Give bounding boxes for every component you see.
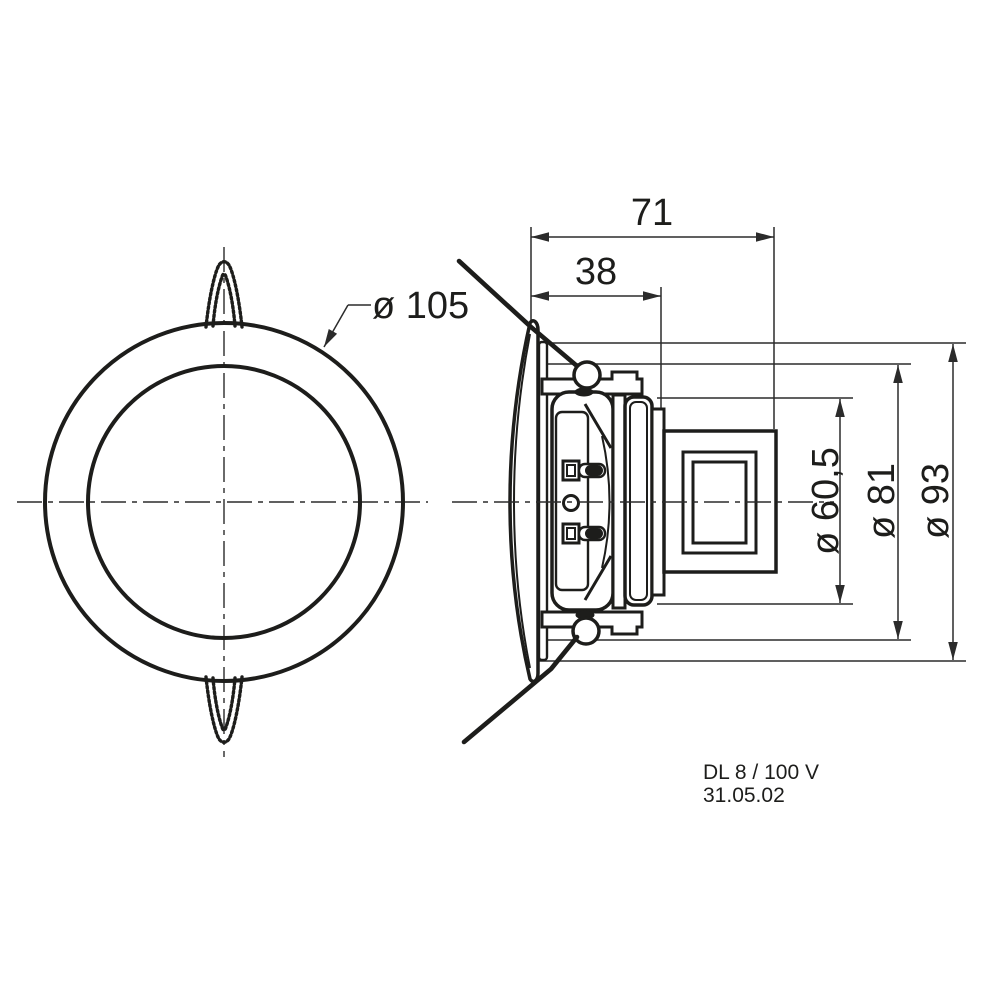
terminal-lug-top [561,459,581,482]
terminal-pin-bottom-tip [585,528,603,539]
mounting-depth-label: 38 [575,251,617,293]
top-clip-anchor [574,387,594,397]
top-clip-spring-wire [456,258,580,369]
terminal-lug-top-inner [566,464,576,477]
top-clip-inner [211,272,237,328]
terminal-pin-top-tip [585,465,603,476]
front-gasket [537,340,549,662]
flange-outer-circle [43,321,405,683]
cone-bottom-line [583,555,613,601]
side-view [452,258,834,745]
dimension-labels: 71 38 ø 105 ø 60,5 ø 81 ø 93 [372,192,957,555]
flange-profile [508,319,540,684]
product-model-label: DL 8 / 100 V [703,761,819,784]
front-view [17,247,428,757]
bottom-clip-inner [211,676,237,732]
cone-top-line [583,403,613,449]
clamp-diameter-label: ø 93 [915,463,957,539]
flange-diameter-label: ø 105 [372,285,469,327]
bottom-clip-loop [571,616,601,646]
overall-depth-label: 71 [631,192,673,234]
title-block: DL 8 / 100 V 31.05.02 [703,761,819,807]
terminal-lug-bottom [561,522,581,545]
top-clip-loop [572,360,602,390]
bottom-clip-spring-wire [461,634,580,745]
rear-ring-inner [629,401,648,601]
basket-vent-hole [562,494,580,512]
top-clip-outer [204,260,244,329]
drawing-date-label: 31.05.02 [703,784,785,807]
frame-diameter-label: ø 81 [861,463,903,539]
dimension-lines [530,227,966,662]
terminal-lug-bottom-inner [566,527,576,540]
flange-diameter-leader [323,304,349,348]
bottom-clip-outer [204,675,244,744]
flange-inner-circle [86,364,362,640]
magnet-diameter-label: ø 60,5 [805,447,847,555]
